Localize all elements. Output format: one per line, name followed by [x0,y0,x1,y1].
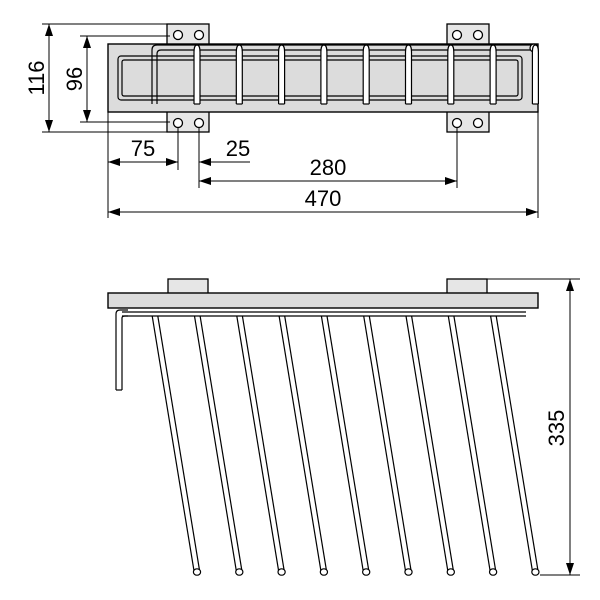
dim-height-inner-label: 96 [62,67,87,91]
top-rod [489,44,497,104]
hole [472,29,484,41]
side-view: 335 [107,278,580,576]
top-dimension-lines [42,23,539,218]
top-rod [362,44,370,104]
side-rod-edge-right [368,315,412,573]
side-rod-tip [362,568,371,576]
side-arrowheads [566,279,574,575]
side-rod-edge-left [236,315,280,573]
dim-total-width-label: 470 [305,186,342,211]
side-rod-tip [446,568,455,576]
top-view: 116 96 75 25 280 470 [24,23,539,218]
side-rod-edge-left [363,315,407,573]
top-rod [320,44,328,104]
side-rod-tip [531,568,540,576]
dim-bracket-spacing-label: 280 [310,155,347,180]
hole [172,29,184,41]
hole [172,117,184,129]
top-rod [404,44,413,104]
side-rod-tip [277,568,286,576]
top-rod [235,44,243,104]
side-rod-edge-left [278,315,322,573]
side-rod-edge-left [151,315,195,573]
side-left-bracket [167,278,209,295]
top-rod [278,44,286,104]
side-rod-edge-left [193,315,238,573]
side-rod-tip [192,568,202,576]
side-rod-edge-right [241,315,285,573]
side-rod-edge-right [495,315,539,573]
hole [451,117,463,129]
bracket-holes [172,29,484,129]
top-rod [193,44,201,104]
side-dimension-lines [487,278,580,576]
side-rod-edge-right [453,315,497,573]
dim-depth-label: 335 [544,410,569,447]
side-hook [115,309,128,390]
top-rod-bar [151,44,534,104]
side-frame-bar [107,292,539,309]
dim-offset-left-label: 75 [131,136,155,161]
dim-height-outer-label: 116 [24,60,49,95]
side-rod-edge-right [199,315,243,573]
side-rod-edge-right [157,315,201,573]
top-rod [447,44,455,104]
side-rod-tip [404,568,413,576]
side-rod-edge-left [447,315,491,573]
side-rod-edge-right [411,315,455,573]
side-right-bracket [446,278,488,295]
inner-rail-inner [121,59,519,97]
top-arrowheads [45,24,538,216]
top-rod [531,44,539,104]
inner-rail-outer [117,55,523,101]
side-rod-edge-right [326,315,370,573]
side-rod-edge-left [490,315,534,573]
side-rod-edge-left [320,315,364,573]
side-rod-tip [319,568,329,576]
side-rods [151,315,540,576]
side-rod-tip [488,568,498,576]
dim-hole-spacing-label: 25 [226,136,250,161]
side-rod-tip [235,568,244,576]
hole [451,29,463,41]
hole [193,117,205,129]
top-rods [193,44,539,105]
hole [193,29,205,41]
side-rod-edge-right [284,315,328,573]
hole [472,117,484,129]
side-rod-edge-left [405,315,449,573]
